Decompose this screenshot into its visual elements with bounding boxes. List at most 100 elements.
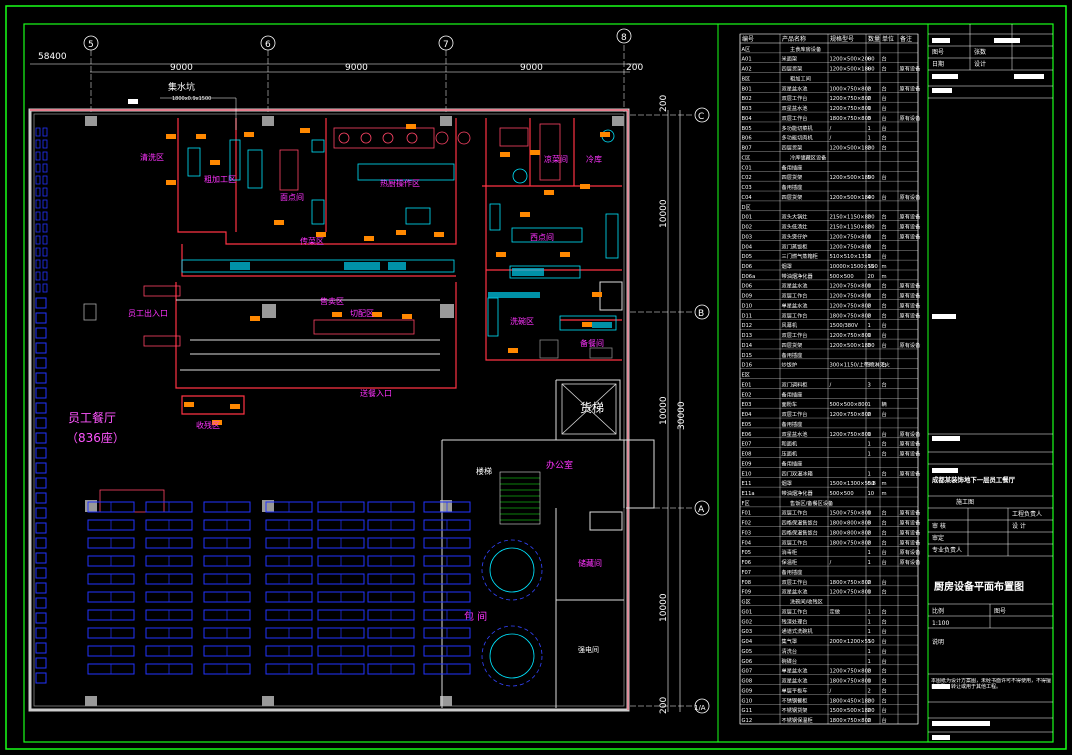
- table-cell: 台: [882, 686, 887, 694]
- table-cell: 台: [882, 361, 887, 369]
- table-cell: 台: [882, 213, 887, 221]
- table-cell: 2: [868, 530, 871, 536]
- table-cell: 台: [882, 292, 887, 300]
- table-cell: 1800×800×800: [830, 521, 872, 527]
- table-cell: F09: [742, 590, 752, 596]
- table-cell: 炒饭炉: [782, 361, 798, 369]
- table-cell: E11a: [742, 491, 755, 497]
- table-cell: F01: [742, 511, 752, 517]
- table-cell: 原有设备: [900, 213, 922, 221]
- table-cell: 1: [868, 402, 871, 408]
- tb-notes-label: 说明: [932, 638, 944, 646]
- table-cell: 2: [868, 96, 871, 102]
- table-cell: 1: [868, 609, 871, 615]
- tb-role-review: 审 核: [932, 522, 946, 530]
- booth-seat: [35, 357, 47, 369]
- table-cell: 台: [882, 94, 887, 102]
- table-cell: 1800×750×800: [830, 580, 872, 586]
- wall-seat: [42, 283, 48, 293]
- table-cell: 双门调料柜: [782, 380, 808, 388]
- table-cell: 双头低汤灶: [782, 223, 808, 231]
- span-dim-1: 9000: [170, 63, 193, 73]
- table-cell: B05: [742, 126, 752, 132]
- right-dim-200-top: 200: [659, 95, 669, 112]
- table-cell: 台: [882, 173, 887, 181]
- table-cell: 粗加工间: [790, 74, 811, 82]
- top-dimensions: 58400 9000 9000 9000 200: [30, 52, 643, 73]
- table-cell: F05: [742, 550, 752, 556]
- storage-label: 储藏间: [578, 558, 602, 568]
- booth-seat: [35, 537, 47, 549]
- table-cell: 台: [882, 430, 887, 438]
- axis-label-5: 5: [88, 40, 94, 50]
- tb-scale-value: 1:100: [932, 620, 949, 627]
- table-cell: 台: [882, 450, 887, 458]
- table-cell: 1: [868, 432, 871, 438]
- table-cell: E10: [742, 471, 752, 477]
- table-cell: 台: [882, 341, 887, 349]
- span-dim-4: 200: [626, 63, 643, 73]
- table-cell: B06: [742, 136, 752, 142]
- table-cell: 510×510×1350: [830, 254, 872, 260]
- zone-labels: 清洗区 粗加工区 面点间 热厨操作区 传菜区 凉菜间 冷库 西点间 洗碗区 备餐…: [66, 152, 604, 654]
- table-cell: 1500×1300×550: [830, 481, 875, 487]
- booth-seat: [35, 657, 47, 669]
- table-cell: 双层工作台: [782, 331, 808, 339]
- table-cell: 1: [868, 126, 871, 132]
- table-cell: 原有设备: [900, 65, 922, 73]
- table-cell: 原有设备: [900, 558, 922, 566]
- table-cell: 500×500: [830, 274, 854, 280]
- table-cell: 台: [882, 706, 887, 714]
- table-cell: 1200×750×800: [830, 96, 872, 102]
- table-cell: 台: [882, 509, 887, 517]
- tb-sheet-kind: 施工图: [956, 498, 974, 506]
- table-cell: 2: [868, 698, 871, 704]
- table-header-cell: 备注: [900, 35, 912, 43]
- table-cell: 500×500: [830, 491, 854, 497]
- table-cell: 原有设备: [900, 528, 922, 536]
- table-cell: 双星盆水池: [782, 677, 808, 685]
- freight-lift-label: 货梯: [580, 400, 604, 415]
- table-cell: D06: [742, 264, 753, 270]
- table-cell: 台: [882, 84, 887, 92]
- table-cell: 四格保温售饭台: [782, 519, 818, 527]
- table-cell: 1: [868, 619, 871, 625]
- table-cell: 台: [882, 548, 887, 556]
- table-cell: 2: [868, 718, 871, 724]
- table-cell: E01: [742, 382, 752, 388]
- total-dim-text: 58400: [38, 52, 67, 62]
- table-cell: 台: [882, 321, 887, 329]
- kitchen-partitions-white: [176, 281, 655, 708]
- table-cell: 台: [882, 617, 887, 625]
- table-cell: G05: [742, 649, 753, 655]
- table-cell: 1: [868, 639, 871, 645]
- table-cell: 2150×1150×800: [830, 215, 875, 221]
- table-cell: G10: [742, 698, 753, 704]
- span-dim-2: 9000: [345, 63, 368, 73]
- table-cell: 台: [882, 578, 887, 586]
- dining-hall-label: 员工餐厅: [68, 410, 116, 425]
- table-cell: D01: [742, 215, 753, 221]
- table-cell: 10: [868, 491, 875, 497]
- table-cell: 6: [868, 67, 871, 73]
- table-cell: B07: [742, 146, 752, 152]
- table-cell: 台: [882, 667, 887, 675]
- table-cell: 原有设备: [900, 430, 922, 438]
- table-cell: 备用插座: [782, 163, 803, 171]
- table-cell: 双层工作台: [782, 94, 808, 102]
- table-cell: 定做: [830, 607, 841, 615]
- table-cell: 1: [868, 471, 871, 477]
- table-cell: 原有设备: [900, 450, 922, 458]
- table-cell: 1: [868, 284, 871, 290]
- row-axis-1a: 1/A: [694, 704, 706, 712]
- table-cell: 三门燃气蒸箱柜: [782, 252, 818, 260]
- table-cell: 双门蒸饭柜: [782, 242, 808, 250]
- table-cell: D11: [742, 313, 753, 319]
- table-cell: 台: [882, 440, 887, 448]
- table-cell: 1: [868, 442, 871, 448]
- booth-seat: [35, 372, 47, 384]
- table-cell: 20: [868, 274, 875, 280]
- table-cell: G08: [742, 679, 753, 685]
- table-cell: C03: [742, 185, 752, 191]
